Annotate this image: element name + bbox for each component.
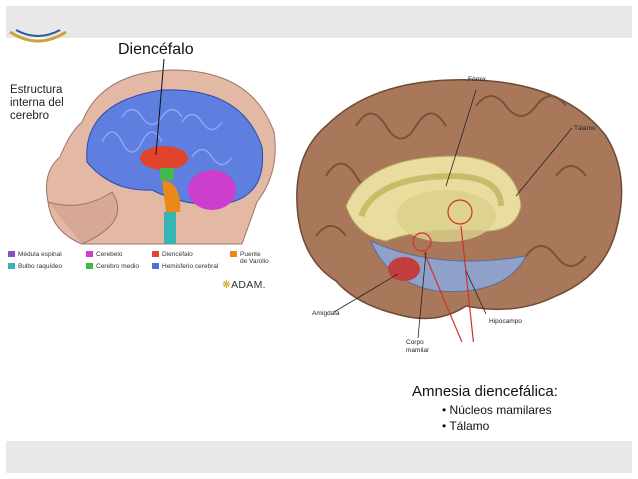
top-bar [6, 6, 632, 38]
label-corpo-mamilar: Corpo mamilar [406, 339, 429, 354]
diencefalo-pointer-line [150, 57, 170, 157]
label-fornix: Fórnix [468, 76, 486, 84]
legend-item-diencefalo: Diencéfalo [152, 251, 193, 258]
legend-item-medula: Médula espinal [8, 251, 62, 258]
label-hipocampo: Hipocampo [489, 318, 522, 326]
legend-item-cerebelo: Cerebelo [86, 251, 122, 258]
brain-medial-illustration [286, 66, 632, 342]
legend-item-hemisferio: Hemisferio cerebral [152, 263, 218, 270]
amnesia-title: Amnesia diencefálica: [412, 383, 558, 400]
label-amigdala: Amígdala [312, 310, 339, 318]
legend-item-cerebro-medio: Cerebro medio [86, 263, 139, 270]
bullet-item: • Núcleos mamilares [442, 403, 552, 417]
label-talamo: Tálamo [574, 125, 596, 133]
adam-logo: ❋ADAM. [222, 279, 266, 291]
legend-item-puente: Puente de Varolio [230, 251, 269, 265]
bottom-bar [6, 441, 632, 473]
legend-item-bulbo: Bulbo raquídeo [8, 263, 62, 270]
bullet-item: • Tálamo [442, 419, 489, 433]
logo-emblem-icon [8, 28, 68, 48]
